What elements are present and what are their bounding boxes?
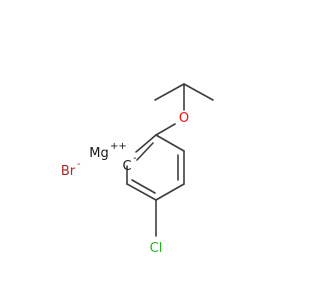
bond-o-c1 bbox=[155, 123, 176, 136]
bonds bbox=[126, 83, 214, 237]
atom-labels: O Mg ++ Br - C - Cl bbox=[61, 111, 189, 256]
bond-c6-c1-inner bbox=[136, 142, 154, 161]
bond-c6-c1 bbox=[135, 134, 157, 153]
bond-ch3-left-ch bbox=[154, 83, 185, 101]
bond-c4-c5-inner bbox=[131, 179, 156, 194]
structure-canvas: O Mg ++ Br - C - Cl bbox=[61, 83, 214, 256]
bond-c1-c2 bbox=[155, 134, 185, 152]
bond-ch-ch3-right bbox=[183, 83, 214, 101]
bond-c4-c5 bbox=[126, 183, 157, 201]
chlorine-label: Cl bbox=[150, 241, 163, 256]
bromine-label: Br bbox=[61, 164, 76, 179]
oxygen-label: O bbox=[179, 111, 189, 126]
magnesium-label: Mg bbox=[89, 146, 108, 161]
molecule-diagram: O Mg ++ Br - C - Cl bbox=[61, 83, 214, 256]
carbon-anion-label: C bbox=[122, 159, 131, 174]
carbon-anion-charge: - bbox=[133, 153, 137, 164]
magnesium-charge: ++ bbox=[110, 141, 127, 152]
bromine-charge: - bbox=[77, 159, 81, 170]
bond-c3-c4 bbox=[155, 183, 185, 201]
